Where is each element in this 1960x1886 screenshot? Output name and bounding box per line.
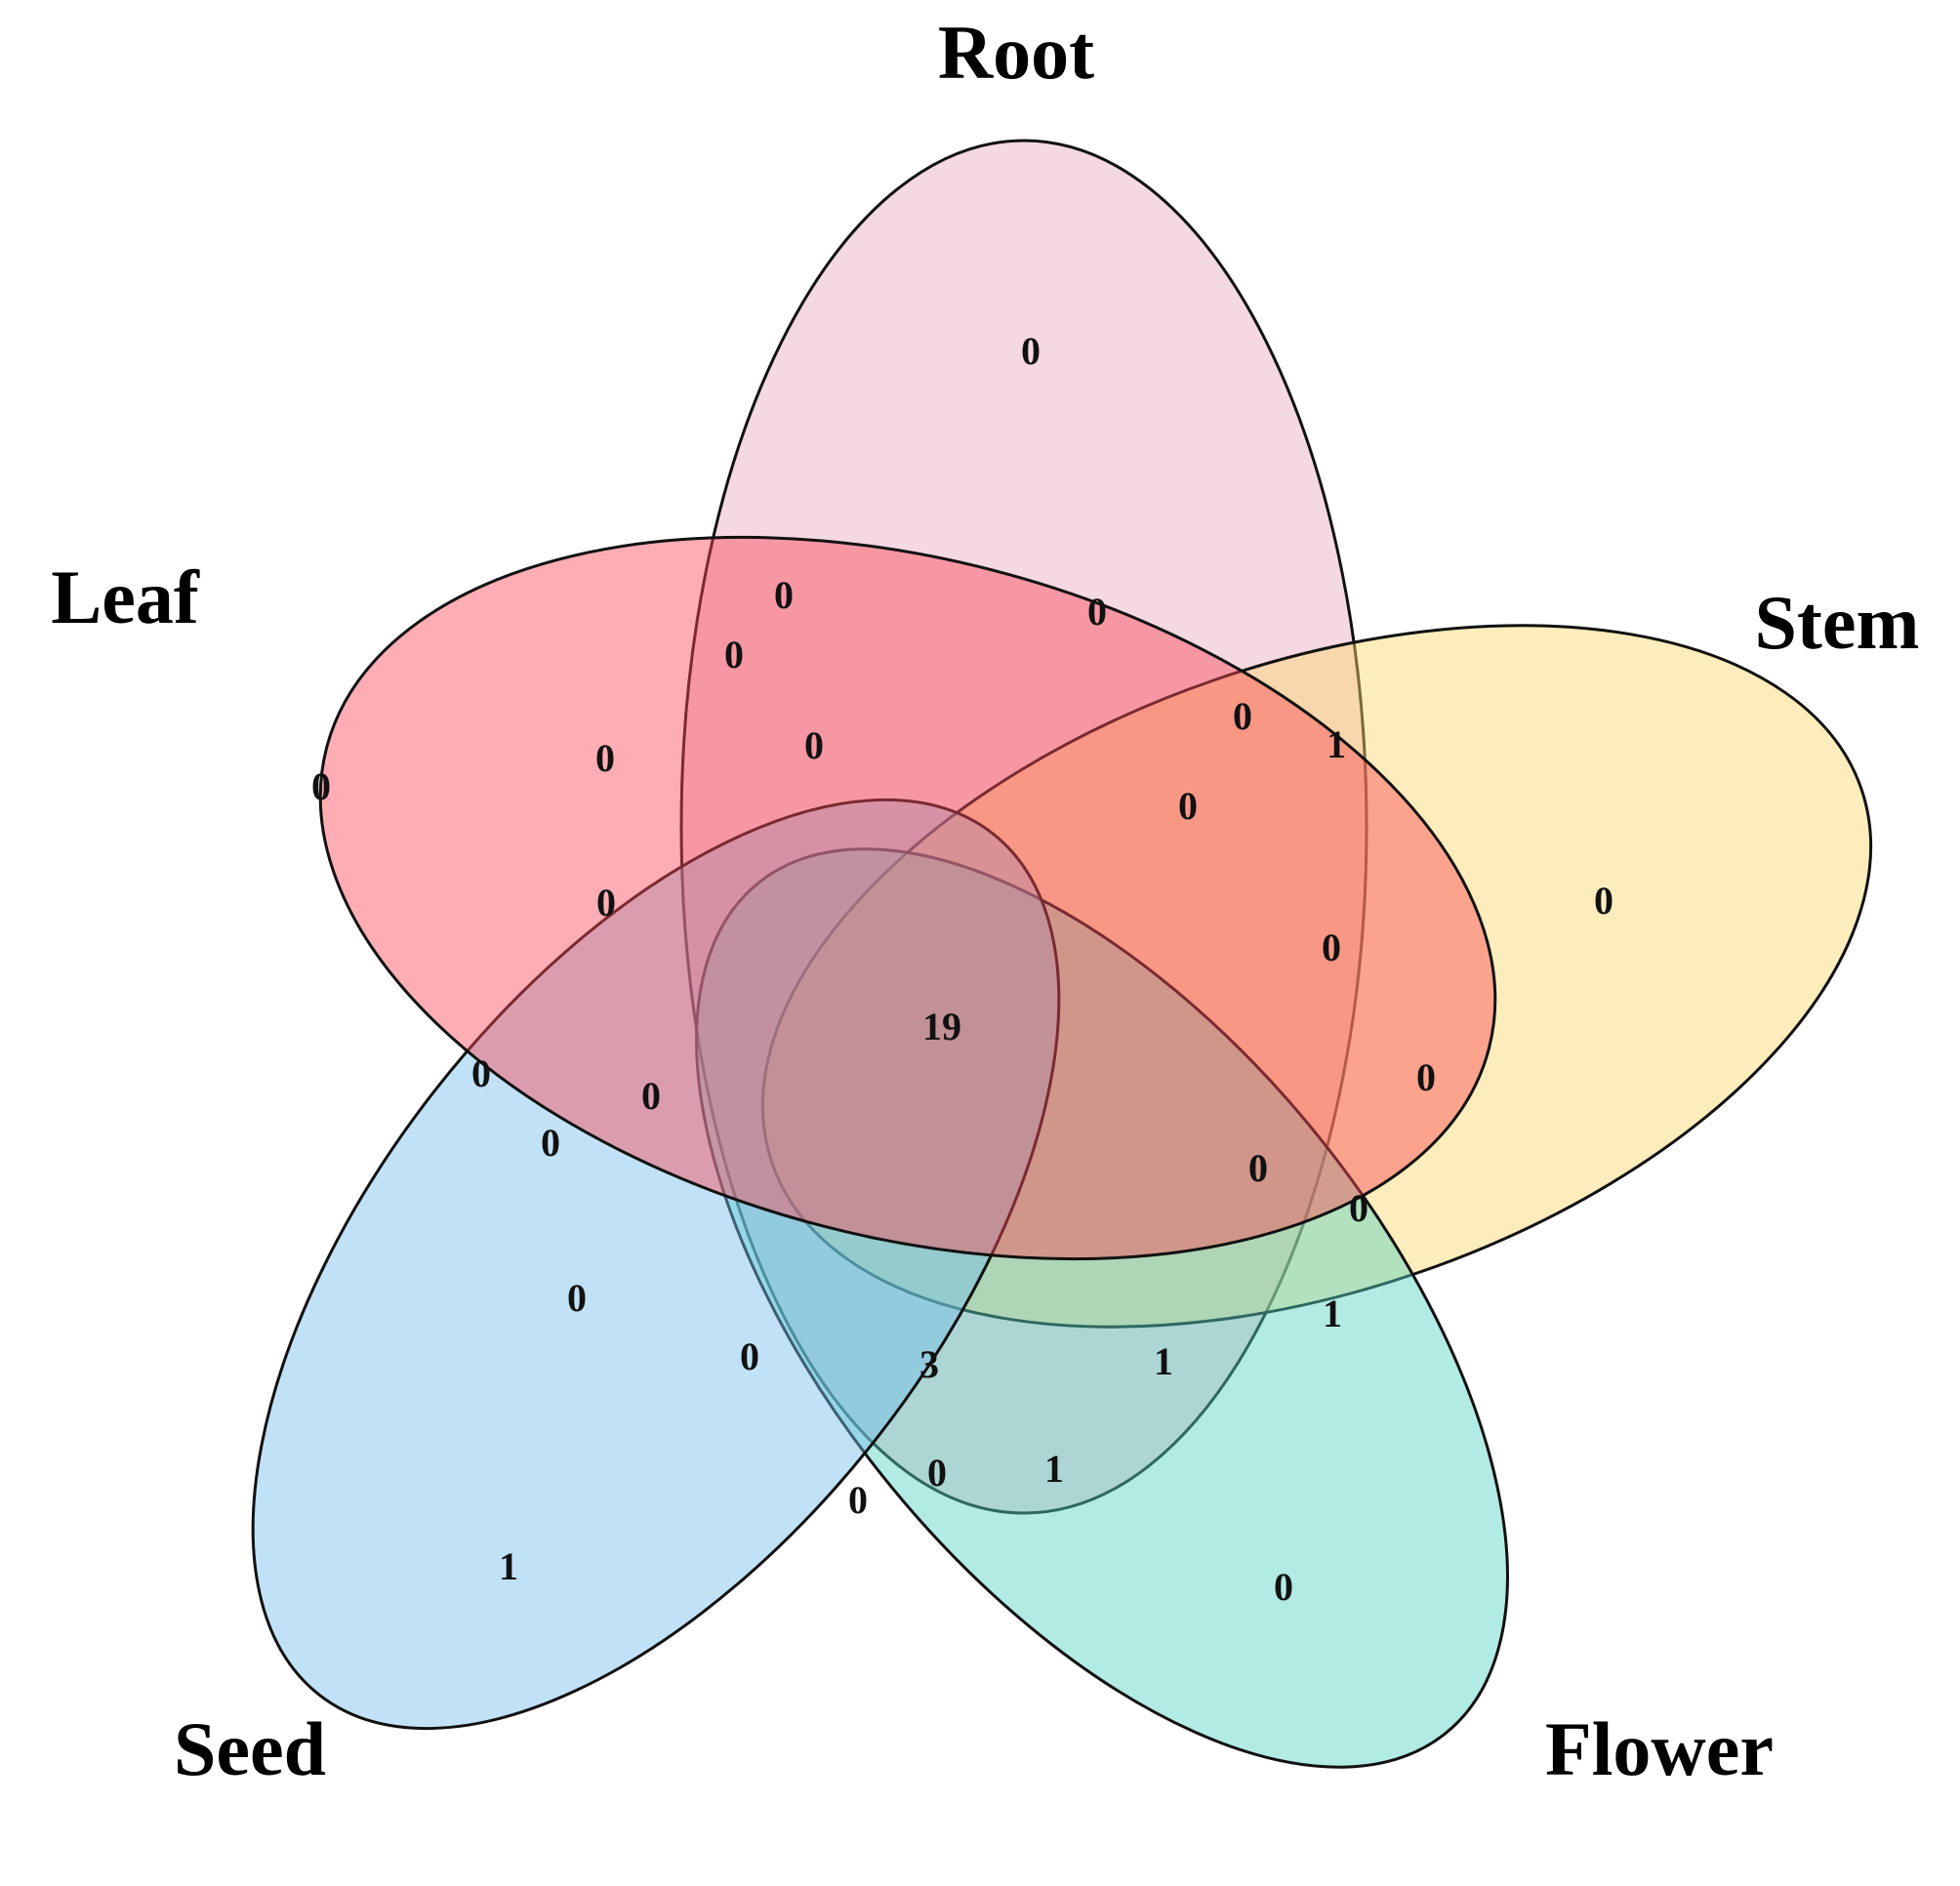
region-count-stem-flower-seed: 1 xyxy=(1154,1339,1173,1383)
region-count-flower-only: 0 xyxy=(1274,1565,1293,1609)
region-count-flower-seed: 0 xyxy=(927,1451,947,1495)
region-count-root-seed: 0 xyxy=(848,1478,868,1522)
region-count-root-stem: 1 xyxy=(1327,722,1346,766)
region-count-root-seed-leaf: 0 xyxy=(541,1121,560,1165)
region-count-root-flower: 0 xyxy=(1087,590,1107,634)
region-count-stem-only: 0 xyxy=(1594,879,1613,922)
set-leaf-ellipse xyxy=(318,535,1497,1261)
region-count-root-only: 0 xyxy=(1021,329,1041,373)
set-stem-ellipse xyxy=(760,624,1873,1329)
region-count-root-stem-seed-leaf: 0 xyxy=(641,1074,661,1118)
set-label-stem: Stem xyxy=(1755,580,1920,665)
region-count-flower-leaf: 0 xyxy=(595,736,615,780)
region-count-stem-seed-leaf: 0 xyxy=(1349,1186,1368,1230)
region-count-stem-flower-leaf: 0 xyxy=(1248,1146,1268,1190)
region-count-stem-flower-seed-leaf: 0 xyxy=(1248,1146,1268,1190)
region-count-root-stem-leaf: 0 xyxy=(1322,925,1341,969)
set-seed-ellipse xyxy=(251,798,1061,1731)
set-label-root: Root xyxy=(938,10,1094,95)
region-count-root-stem-seed: 1 xyxy=(1044,1447,1064,1491)
set-root-ellipse xyxy=(679,139,1368,1515)
region-count-root-stem-flower-leaf: 0 xyxy=(1178,784,1198,828)
region-count-root-stem-flower: 0 xyxy=(1233,694,1252,738)
region-count-flower-seed-leaf: 0 xyxy=(596,881,616,924)
region-count-seed-leaf: 0 xyxy=(471,1051,491,1095)
region-count-stem-flower: 1 xyxy=(1323,1292,1342,1335)
set-label-leaf: Leaf xyxy=(51,554,200,639)
region-count-leaf-only: 0 xyxy=(311,764,331,808)
region-count-root-flower-leaf: 0 xyxy=(724,633,744,676)
region-count-seed-only: 1 xyxy=(499,1544,518,1588)
region-count-stem-seed: 0 xyxy=(567,1276,587,1320)
set-label-flower: Flower xyxy=(1545,1706,1774,1791)
region-count-root-stem-flower-seed: 3 xyxy=(919,1342,939,1386)
region-count-all-five: 19 xyxy=(922,1004,961,1048)
region-count-root-flower-seed-leaf: 0 xyxy=(804,723,824,767)
region-count-stem-leaf: 0 xyxy=(1416,1055,1436,1099)
region-count-root-leaf: 0 xyxy=(774,573,794,617)
set-flower-ellipse xyxy=(695,847,1509,1769)
region-count-root-flower-seed: 0 xyxy=(740,1334,759,1378)
set-label-seed: Seed xyxy=(174,1706,326,1791)
